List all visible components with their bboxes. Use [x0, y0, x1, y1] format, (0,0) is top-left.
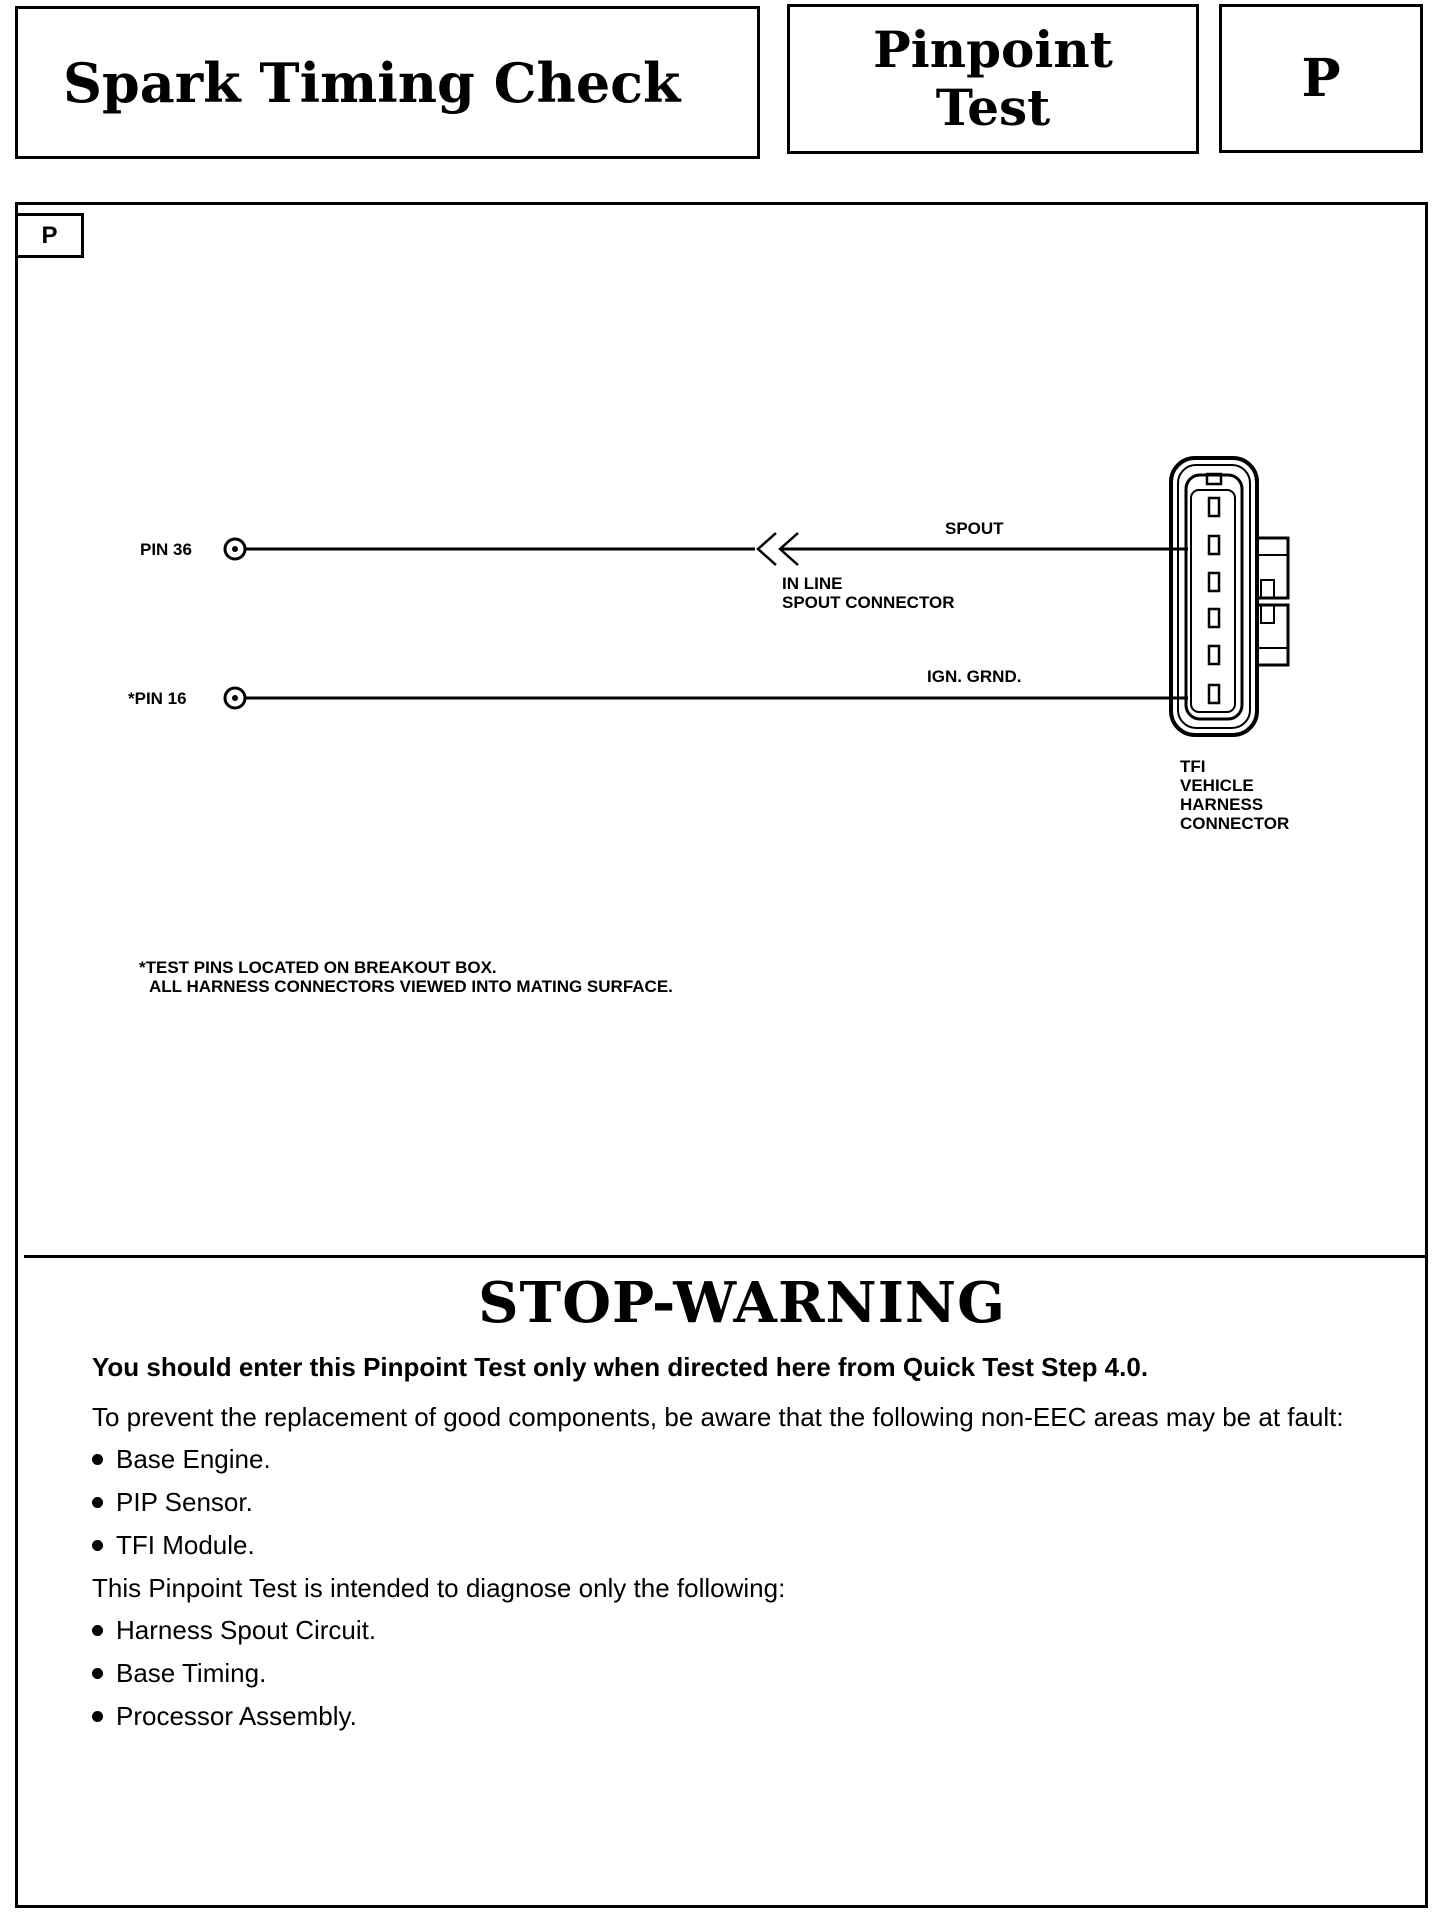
- bullet-icon: [92, 1539, 103, 1551]
- test-type-line1: Pinpoint: [873, 20, 1113, 79]
- section-divider: [24, 1255, 1425, 1258]
- list-item-text: TFI Module.: [116, 1530, 255, 1560]
- list-item-text: PIP Sensor.: [116, 1487, 253, 1517]
- bullet-icon: [92, 1624, 103, 1636]
- diagnose-list: Harness Spout Circuit. Base Timing. Proc…: [92, 1615, 1392, 1731]
- warning-lead: You should enter this Pinpoint Test only…: [92, 1352, 1149, 1382]
- section-tab-letter: P: [41, 221, 58, 249]
- pin36-label: PIN 36: [140, 540, 192, 559]
- tfi-connector-icon: [1169, 456, 1290, 737]
- connector-label-2: VEHICLE: [1180, 776, 1254, 795]
- ign-grnd-label: IGN. GRND.: [927, 667, 1021, 686]
- list-item: Harness Spout Circuit.: [92, 1615, 1392, 1645]
- test-type-line2: Test: [935, 78, 1051, 137]
- pin16-label: *PIN 16: [128, 689, 187, 708]
- test-title: Spark Timing Check: [15, 6, 760, 159]
- footnote-2: ALL HARNESS CONNECTORS VIEWED INTO MATIN…: [149, 977, 673, 996]
- bullet-icon: [92, 1453, 103, 1465]
- non-eec-areas-list: Base Engine. PIP Sensor. TFI Module.: [92, 1444, 1392, 1560]
- footnote-1: *TEST PINS LOCATED ON BREAKOUT BOX.: [139, 958, 497, 977]
- spout-label: SPOUT: [945, 519, 1004, 538]
- test-title-text: Spark Timing Check: [63, 50, 681, 115]
- section-tab: P: [18, 213, 84, 258]
- pin36-terminal-icon: [223, 537, 247, 561]
- list-item-text: Base Engine.: [116, 1444, 271, 1474]
- test-panel: P PIN 36 SPOUT IN LINE SPOUT CONNECTOR *…: [15, 202, 1428, 1908]
- wiring-diagram: PIN 36 SPOUT IN LINE SPOUT CONNECTOR *PI…: [128, 456, 1290, 996]
- inline-label-1: IN LINE: [782, 574, 842, 593]
- bullet-icon: [92, 1710, 103, 1722]
- warning-intro-1: To prevent the replacement of good compo…: [92, 1402, 1344, 1432]
- connector-label-1: TFI: [1180, 757, 1206, 776]
- connector-label-3: HARNESS: [1180, 795, 1263, 814]
- connector-label-4: CONNECTOR: [1180, 814, 1289, 833]
- inline-label-2: SPOUT CONNECTOR: [782, 593, 955, 612]
- warning-title: STOP-WARNING: [478, 1270, 1006, 1336]
- list-item: Base Timing.: [92, 1658, 1392, 1688]
- pin16-terminal-icon: [223, 686, 247, 710]
- list-item-text: Harness Spout Circuit.: [116, 1615, 377, 1645]
- list-item-text: Processor Assembly.: [116, 1701, 357, 1731]
- test-letter-text: P: [1301, 48, 1341, 109]
- list-item: Base Engine.: [92, 1444, 1392, 1474]
- list-item: PIP Sensor.: [92, 1487, 1392, 1517]
- list-item: TFI Module.: [92, 1530, 1392, 1560]
- stop-warning: STOP-WARNING You should enter this Pinpo…: [92, 1270, 1392, 1744]
- bullet-icon: [92, 1667, 103, 1679]
- list-item-text: Base Timing.: [116, 1658, 267, 1688]
- bullet-icon: [92, 1496, 103, 1508]
- test-letter: P: [1219, 4, 1423, 153]
- list-item: Processor Assembly.: [92, 1701, 1392, 1731]
- warning-intro-2: This Pinpoint Test is intended to diagno…: [92, 1573, 786, 1603]
